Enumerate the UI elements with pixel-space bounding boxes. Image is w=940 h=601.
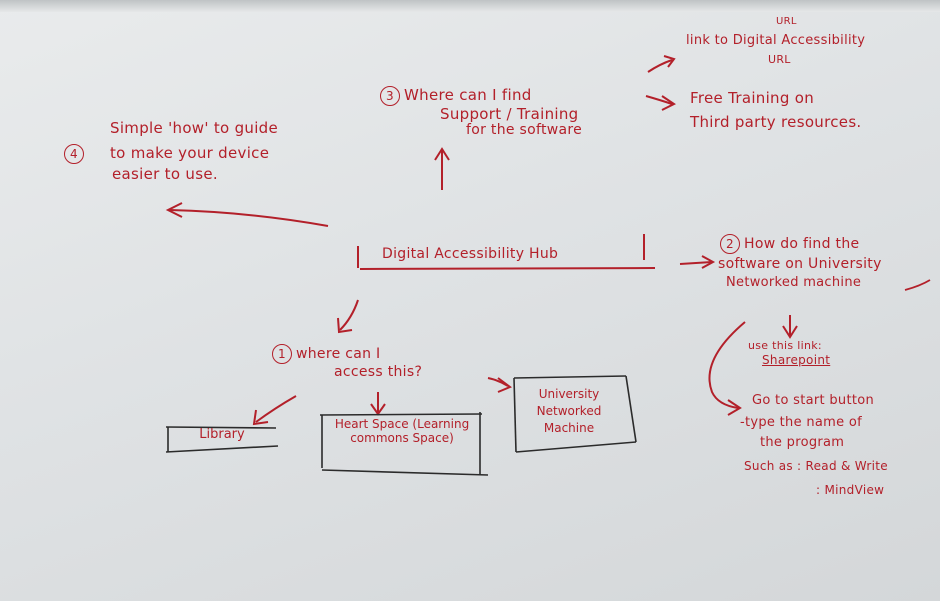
branch-2-step-1: Go to start button (752, 393, 875, 408)
branch-2-step-3: the program (760, 435, 845, 450)
location-university-machine: University Networked Machine (536, 387, 602, 435)
library-box (165, 426, 279, 453)
center-label: Digital Accessibility Hub (382, 246, 559, 262)
arrows-branch-1-items (252, 377, 512, 426)
arrow-down-branch-1 (337, 299, 359, 334)
branch-3-url-top: URL (776, 16, 797, 27)
branch-3-item-training: Free Training on (690, 89, 815, 107)
branch-2-number: 2 (720, 234, 740, 254)
branch-2-link-sharepoint[interactable]: Sharepoint (762, 353, 831, 367)
branch-3-question-line-3: for the software (466, 122, 583, 138)
arrow-left-branch-4 (165, 202, 329, 227)
branch-3-question-line-2: Support / Training (440, 105, 579, 123)
branch-4-line-1: Simple 'how' to guide (110, 119, 279, 137)
arrow-right-branch-2 (679, 255, 716, 269)
branch-1-number: 1 (272, 344, 292, 364)
branch-3-item-resources: Third party resources. (690, 113, 862, 131)
branch-3-number: 3 (380, 86, 400, 106)
branch-2-question-line-3: Networked machine (726, 275, 862, 290)
arrows-branch-2-items (708, 279, 931, 416)
heart-space-box (319, 412, 489, 476)
branch-2-question-line-2: software on University (718, 256, 882, 272)
university-machine-box (513, 375, 637, 453)
branch-4-line-3: easier to use. (112, 165, 218, 183)
location-library: Library (199, 427, 245, 442)
arrows-branch-3-items (645, 55, 676, 111)
center-box (357, 234, 656, 270)
branch-2-step-2: -type the name of (740, 415, 862, 430)
branch-1-question-line-2: access this? (334, 364, 423, 380)
branch-2-link-label: use this link: (748, 339, 822, 352)
branch-2-example-2: : MindView (816, 483, 885, 497)
branch-3-item-link: link to Digital Accessibility (686, 33, 866, 48)
arrow-up-branch-3 (434, 147, 450, 190)
location-heart-space: Heart Space (Learning commons Space) (334, 417, 470, 445)
branch-4-number: 4 (64, 144, 84, 164)
paper-fold (0, 0, 940, 12)
branch-3-url-bottom: URL (768, 53, 791, 66)
branch-2-example-1: Such as : Read & Write (744, 459, 888, 473)
